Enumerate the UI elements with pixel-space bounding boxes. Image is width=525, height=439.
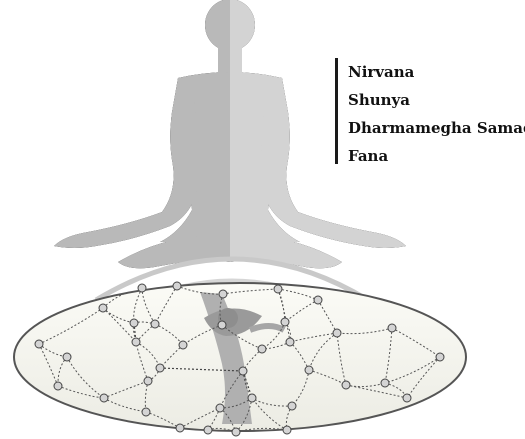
network-node [54,382,62,390]
network-node [63,353,71,361]
network-node [381,379,389,387]
network-node [173,282,181,290]
network-node [274,285,282,293]
term-dharmamegha-samadhi: Dharmamegha Samadhi [348,114,525,142]
network-graph-icon [14,282,466,436]
network-node [132,338,140,346]
network-node [151,320,159,328]
network-node [281,318,289,326]
terms-list: Nirvana Shunya Dharmamegha Samadhi Fana [348,58,525,170]
network-node [138,284,146,292]
network-node [216,404,224,412]
network-node [388,324,396,332]
network-node [403,394,411,402]
network-node [288,402,296,410]
network-node [342,381,350,389]
network-node [314,296,322,304]
network-node [144,377,152,385]
network-node [283,426,291,434]
network-node [35,340,43,348]
network-node [179,341,187,349]
network-node [258,345,266,353]
network-node [130,319,138,327]
network-node [176,424,184,432]
network-node [156,364,164,372]
terms-divider-bar [335,58,338,164]
network-node [142,408,150,416]
term-shunya: Shunya [348,86,525,114]
network-node [239,367,247,375]
network-node [218,321,226,329]
network-node [100,394,108,402]
network-node [333,329,341,337]
network-node [99,304,107,312]
network-node [219,290,227,298]
network-node [305,366,313,374]
network-node [232,428,240,436]
network-node [248,394,256,402]
term-nirvana: Nirvana [348,58,525,86]
network-node [286,338,294,346]
network-node [204,426,212,434]
network-node [436,353,444,361]
term-fana: Fana [348,142,525,170]
